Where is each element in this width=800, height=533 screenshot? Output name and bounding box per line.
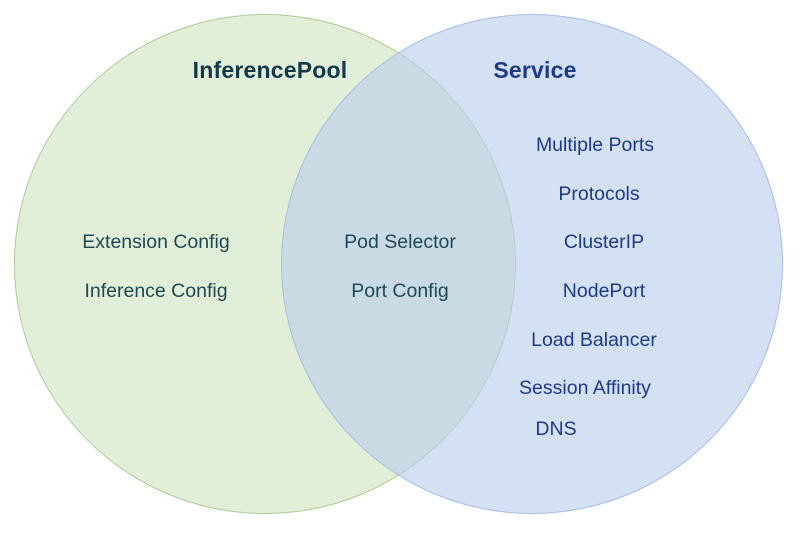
- venn-right-item: Session Affinity: [519, 377, 651, 399]
- venn-circle-service: [281, 14, 783, 514]
- venn-intersection-item: Port Config: [351, 280, 449, 302]
- venn-right-item: ClusterIP: [563, 231, 645, 253]
- venn-set-title-service: Service: [493, 57, 577, 83]
- venn-set-title-inferencepool: InferencePool: [192, 57, 348, 83]
- venn-intersection-item: Pod Selector: [344, 231, 456, 253]
- venn-right-item: Load Balancer: [531, 329, 657, 351]
- venn-right-item: NodePort: [562, 280, 646, 302]
- venn-right-item: DNS: [535, 418, 577, 440]
- venn-left-item: Inference Config: [84, 280, 228, 302]
- venn-right-item: Multiple Ports: [535, 134, 655, 156]
- venn-right-item: Protocols: [558, 183, 640, 205]
- venn-left-item: Extension Config: [82, 231, 230, 253]
